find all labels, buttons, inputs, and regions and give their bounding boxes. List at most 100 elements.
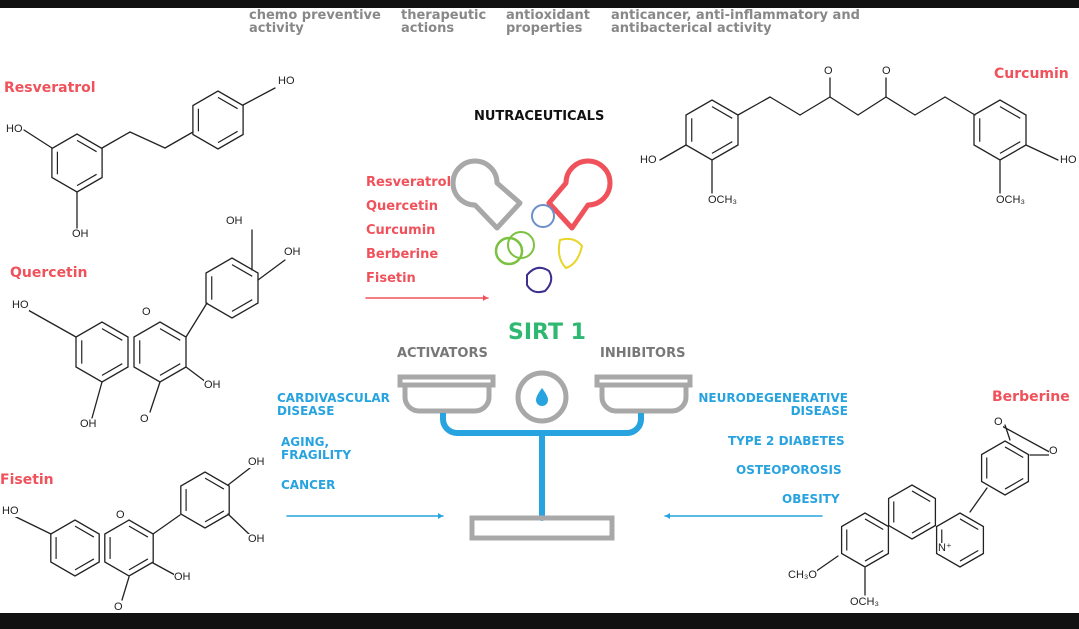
atom-label: O [994, 416, 1003, 428]
double-bond [864, 518, 884, 530]
effect-aging: AGING,FRAGILITY [281, 435, 352, 462]
scale-base [469, 515, 615, 541]
atom-label: O [140, 413, 149, 425]
benzene-ring [205, 257, 259, 319]
benzene-ring [840, 512, 890, 568]
atom-label: HO [12, 299, 29, 311]
atom-label: O [142, 306, 151, 318]
double-bond [864, 550, 884, 562]
double-bond [1004, 478, 1024, 490]
benzene-ring [133, 321, 187, 383]
atom-label: OCH₃ [996, 194, 1025, 206]
list-item: Fisetin [366, 271, 416, 286]
bond [227, 513, 251, 536]
bond [152, 562, 176, 576]
benzene-ring [887, 484, 937, 540]
strawberry-icon [557, 237, 584, 270]
atom-label: HO [278, 75, 295, 87]
atom-label: CH₃O [788, 569, 817, 581]
double-bond [76, 173, 97, 187]
inhibitors-label: INHIBITORS [600, 346, 686, 361]
effect-cancer: CANCER [281, 478, 336, 492]
double-bond [204, 477, 225, 490]
benzene-ring [980, 440, 1030, 496]
double-bond [999, 141, 1021, 154]
atom-label: HO [6, 123, 23, 135]
bond [944, 96, 976, 116]
double-bond [74, 525, 95, 538]
left-scale-pan [397, 374, 496, 414]
bond [857, 96, 887, 116]
quercetin-name: Quercetin [10, 265, 88, 281]
double-bond [101, 363, 123, 376]
bond [814, 555, 839, 573]
resveratrol-name: Resveratrol [4, 80, 96, 96]
atom-label: OH [204, 379, 221, 391]
nutraceuticals-title: NUTRACEUTICALS [474, 109, 605, 124]
atom-label: O [824, 65, 833, 77]
atom-label: HO [2, 505, 19, 517]
double-bond [101, 328, 123, 341]
bond [969, 487, 988, 513]
apple-icon [531, 204, 555, 228]
list-item: Berberine [366, 247, 439, 262]
effect-obesity: OBESITY [782, 492, 840, 506]
bond [227, 467, 251, 486]
bond [91, 381, 103, 419]
fisetin-name: Fisetin [0, 472, 54, 488]
benzene-ring [180, 471, 230, 529]
benzene-ring [51, 133, 103, 193]
atom-label: OH [226, 215, 243, 227]
effect-diabetes: TYPE 2 DIABETES [728, 434, 845, 448]
bond [1004, 424, 1011, 441]
effect-osteoporosis: OSTEOPOROSIS [736, 463, 842, 477]
right-blue-arrow-head [665, 513, 670, 519]
atom-label: OH [72, 228, 89, 240]
drop-icon [536, 388, 548, 406]
double-bond [231, 299, 253, 312]
atom-label: OCH₃ [850, 596, 879, 608]
double-bond [711, 106, 733, 119]
atom-label: O [116, 509, 125, 521]
benzene-ring [192, 90, 244, 150]
double-bond [959, 550, 979, 562]
bond [885, 96, 916, 116]
atom-label: O [1049, 445, 1058, 457]
benzene-ring [104, 519, 154, 577]
atom-label: HO [640, 154, 657, 166]
double-bond [159, 328, 181, 341]
double-bond [999, 106, 1021, 119]
bond [769, 96, 801, 116]
atom-label: HO [1060, 154, 1077, 166]
scale-dial [515, 370, 569, 424]
benzene-ring [935, 512, 985, 568]
list-item: Curcumin [366, 223, 436, 238]
bond [659, 144, 687, 161]
bond [999, 424, 1056, 456]
red-capsule-icon [546, 158, 613, 231]
bond [185, 366, 207, 383]
bond [799, 96, 831, 116]
benzene-ring [685, 99, 739, 161]
atom-label: OH [284, 246, 301, 258]
red-arrow-head [483, 295, 488, 301]
double-bond [74, 558, 95, 571]
benzene-ring [973, 99, 1027, 161]
bond [242, 87, 276, 106]
double-bond [128, 525, 149, 538]
kiwi-icon [507, 231, 535, 259]
leaf-icon [526, 266, 553, 294]
atom-label: OH [248, 456, 265, 468]
atom-label: N⁺ [938, 542, 952, 554]
bond [164, 131, 194, 149]
left-blue-arrow-head [438, 513, 443, 519]
atom-label: O [114, 601, 123, 613]
double-bond [217, 96, 238, 110]
bond [257, 259, 286, 281]
bond [149, 381, 161, 413]
